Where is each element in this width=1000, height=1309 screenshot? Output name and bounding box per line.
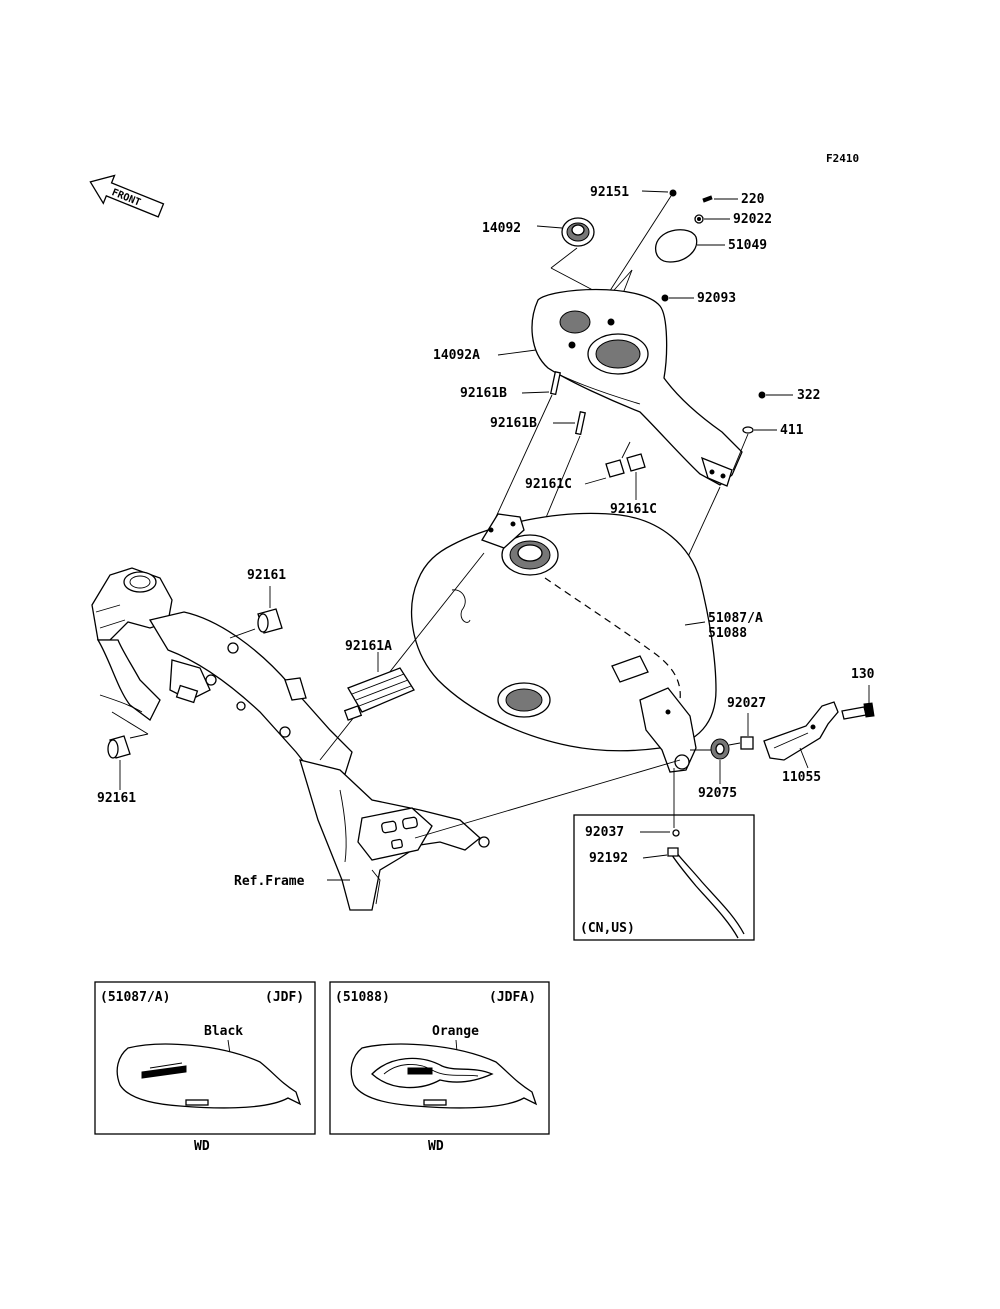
figure-code: F2410 <box>826 152 859 165</box>
label-92161-bottom: 92161 <box>97 791 136 806</box>
part-92161A-rubber: 92161A <box>343 639 415 721</box>
label-cn-us: (CN,US) <box>580 921 635 936</box>
label-322: 322 <box>797 388 820 403</box>
variant-2-code: (JDFA) <box>489 990 536 1005</box>
label-51049: 51049 <box>728 238 767 253</box>
label-130: 130 <box>851 667 875 682</box>
label-220: 220 <box>741 192 765 207</box>
part-92161-rubber-top: 92161 <box>229 568 286 639</box>
part-14092A-tank-cover: 14092A <box>433 288 743 487</box>
variant-1-color: Black <box>204 1024 243 1039</box>
part-92161B-pad-1: 92161B <box>460 371 561 401</box>
label-92192: 92192 <box>589 851 628 866</box>
label-14092: 14092 <box>482 221 521 236</box>
part-92161C-cushion-1: 92161C <box>525 459 625 492</box>
front-arrow-icon: FRONT <box>89 174 165 218</box>
variant-1-market: WD <box>194 1139 210 1154</box>
label-92022: 92022 <box>733 212 772 227</box>
part-322-bolt: 322 <box>758 388 820 403</box>
variant-1-code: (JDF) <box>265 990 304 1005</box>
variant-2-market: WD <box>428 1139 444 1154</box>
label-92161B-2: 92161B <box>490 416 537 431</box>
label-51087A: 51087/A <box>708 611 763 626</box>
variant-box-black: (51087/A) (JDF) Black WD <box>94 981 316 1154</box>
label-411: 411 <box>780 423 804 438</box>
part-92093-grommet: 92093 <box>661 291 736 306</box>
label-92161B-1: 92161B <box>460 386 507 401</box>
label-92075: 92075 <box>698 786 737 801</box>
label-92027: 92027 <box>727 696 766 711</box>
part-51049-cover: 51049 <box>654 229 767 263</box>
part-92075-damper: 92075 <box>698 738 737 801</box>
label-92151: 92151 <box>590 185 629 200</box>
label-14092A: 14092A <box>433 348 480 363</box>
part-411-washer: 411 <box>742 423 804 438</box>
part-220-screw: 220 <box>702 192 765 207</box>
part-14092-fuel-cap: 14092 <box>482 217 595 247</box>
variant-2-color: Orange <box>432 1024 479 1039</box>
variant-box-orange: (51088) (JDFA) Orange WD <box>329 981 550 1154</box>
ref-frame: Ref.Frame <box>91 567 490 911</box>
part-92027-collar: 92027 <box>727 696 766 750</box>
cn-us-detail-box: 92037 92192 (CN,US) <box>573 768 755 941</box>
label-92161C-2: 92161C <box>610 502 657 517</box>
part-51087-fuel-tank: 51087/A 51088 <box>411 512 763 773</box>
label-92093: 92093 <box>697 291 736 306</box>
part-11055-bracket: 11055 <box>763 701 839 785</box>
label-92161A: 92161A <box>345 639 392 654</box>
label-92161-top: 92161 <box>247 568 286 583</box>
part-92161-rubber-bottom: 92161 <box>97 711 149 806</box>
label-51088: 51088 <box>708 626 747 641</box>
part-92151-nut: 92151 <box>590 185 677 200</box>
variant-1-part: (51087/A) <box>100 990 170 1005</box>
part-130-bolt: 130 <box>841 667 875 720</box>
label-ref-frame: Ref.Frame <box>234 874 305 889</box>
part-92161B-pad-2: 92161B <box>490 411 586 436</box>
part-92022-washer: 92022 <box>694 212 772 227</box>
label-11055: 11055 <box>782 770 821 785</box>
label-92161C-1: 92161C <box>525 477 572 492</box>
variant-2-part: (51088) <box>335 990 390 1005</box>
label-92037: 92037 <box>585 825 624 840</box>
part-92161C-cushion-2: 92161C <box>610 453 657 517</box>
